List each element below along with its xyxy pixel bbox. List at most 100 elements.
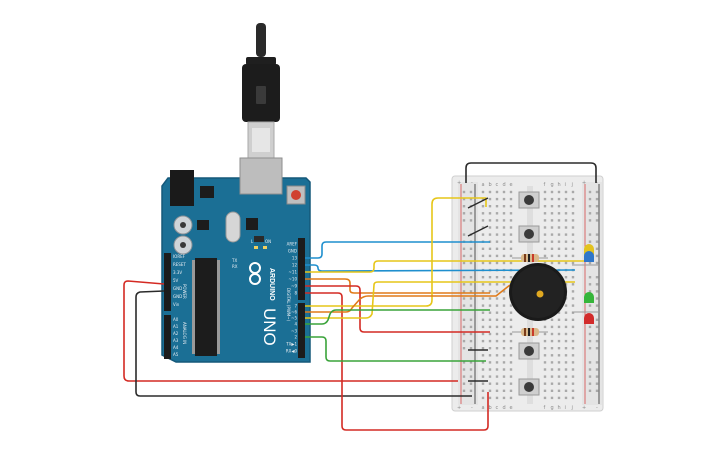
hole (495, 212, 499, 215)
wire-blue-13[interactable] (305, 241, 490, 259)
hole (502, 197, 506, 201)
hole (557, 205, 561, 208)
l-led (254, 246, 258, 249)
hole (550, 261, 554, 265)
plus-label-bottom-left: + (457, 405, 461, 411)
wire-green-4[interactable] (305, 309, 490, 325)
wire-orange-6[interactable] (305, 284, 511, 313)
minus-label-bottom-right: - (596, 405, 598, 411)
hole (550, 205, 554, 208)
led-red[interactable] (584, 313, 594, 324)
hole (469, 361, 473, 364)
hole (588, 240, 592, 243)
column-label: g (551, 182, 554, 188)
hole (488, 290, 492, 293)
hole (495, 382, 499, 385)
hole (564, 197, 568, 201)
hole (462, 368, 466, 371)
hole (488, 233, 492, 236)
wire-red-8[interactable] (305, 292, 489, 431)
hole (502, 205, 506, 208)
hole (502, 347, 506, 350)
hole (495, 276, 499, 279)
hole (481, 389, 485, 392)
hole (557, 219, 561, 222)
hole (488, 389, 492, 392)
hole (564, 276, 568, 279)
wire-red-5v[interactable] (123, 280, 458, 382)
hole (462, 254, 466, 258)
hole (469, 389, 473, 392)
wire-yellow-11[interactable] (305, 260, 585, 273)
hole (509, 247, 513, 250)
hole (488, 318, 492, 321)
hole (588, 205, 592, 208)
hole (495, 197, 499, 201)
digital-pin-label: 13 (292, 256, 298, 261)
hole (550, 190, 554, 194)
hole (564, 396, 568, 400)
pushbutton-4[interactable] (518, 378, 540, 396)
piezo-buzzer[interactable] (509, 263, 567, 321)
wire-blue-12[interactable] (305, 264, 576, 272)
hole (571, 332, 575, 336)
power-label: POWER (182, 284, 187, 299)
wire-black-top-bridge[interactable] (465, 162, 597, 183)
hole (550, 389, 554, 392)
wire-red-9[interactable] (305, 285, 490, 333)
hole (550, 197, 554, 201)
pushbutton-2[interactable] (518, 225, 540, 243)
arduino-logo-icon (249, 262, 261, 285)
usb-jack (239, 157, 283, 195)
power-pin-label: GND (173, 286, 182, 291)
hole (509, 325, 513, 329)
hole (509, 389, 513, 392)
wire-yellow-5[interactable] (305, 281, 575, 319)
hole (557, 233, 561, 236)
hole (502, 396, 506, 400)
hole (495, 304, 499, 307)
hole (509, 219, 513, 222)
hole (543, 233, 547, 236)
usb-cable (242, 23, 280, 159)
wire-black-gnd[interactable] (135, 290, 472, 397)
hole (543, 368, 547, 371)
hole (462, 375, 466, 378)
digital-pin-label: GND (288, 249, 297, 254)
hole (571, 219, 575, 222)
hole (543, 347, 547, 350)
hole (462, 382, 466, 385)
plus-label-bottom-right: + (582, 405, 586, 411)
analog-pin-label: A2 (173, 331, 179, 336)
led-blue[interactable] (584, 251, 594, 262)
hole (488, 190, 492, 194)
hole (564, 190, 568, 194)
hole (509, 382, 513, 385)
pushbutton-3[interactable] (518, 342, 540, 360)
hole (588, 325, 592, 329)
hole (571, 304, 575, 307)
column-label: j (571, 182, 573, 188)
wire-green-2[interactable] (305, 336, 486, 362)
hole (462, 297, 466, 300)
led-green[interactable] (584, 292, 594, 303)
pushbutton-1[interactable] (518, 191, 540, 209)
hole (595, 197, 599, 201)
wire-yellow-7[interactable] (305, 197, 487, 307)
hole (481, 290, 485, 293)
hole (469, 261, 473, 265)
hole (588, 276, 592, 279)
minus-label-left: - (471, 180, 473, 186)
hole (557, 389, 561, 392)
hole (495, 233, 499, 236)
hole (557, 325, 561, 329)
hole (595, 190, 599, 194)
hole (557, 197, 561, 201)
hole (488, 361, 492, 364)
hole (502, 290, 506, 293)
arduino-uno-board[interactable]: ARDUINO UNO DIGITAL (PWM~) POWER ANALOG … (161, 157, 311, 363)
hole (564, 332, 568, 336)
